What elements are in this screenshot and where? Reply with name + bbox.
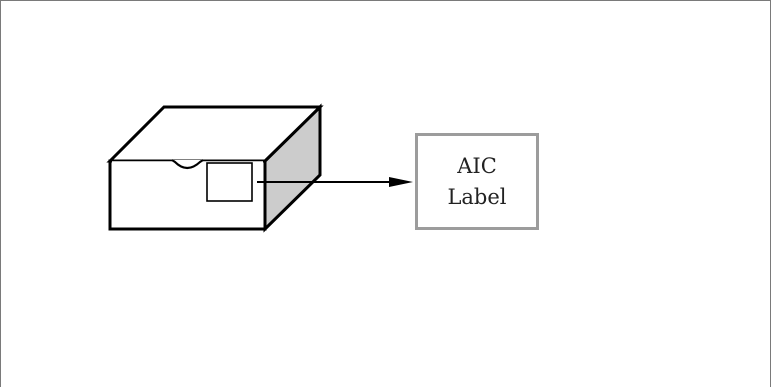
box-notch [171,159,204,170]
arrow-right-icon [389,177,413,187]
aic-label-line-2: Label [447,184,507,209]
aic-label-box: AIC Label [415,133,539,230]
label-patch-icon [206,162,253,202]
aic-label-line-1: AIC [457,153,497,178]
